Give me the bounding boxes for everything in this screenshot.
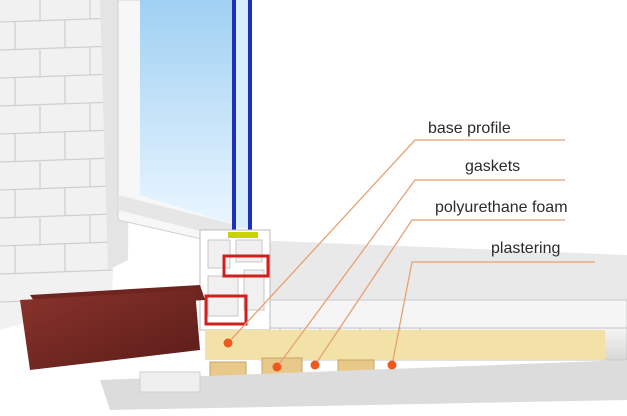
leader-lines	[227, 139, 595, 368]
exterior-sill	[20, 285, 205, 370]
label-polyurethane-foam: polyurethane foam	[435, 199, 568, 216]
label-base-profile: base profile	[428, 120, 511, 137]
callout-marker	[223, 338, 233, 348]
callout-marker	[387, 360, 397, 370]
callout-markers	[223, 338, 397, 372]
base-profile	[199, 229, 271, 331]
wall-base	[100, 360, 627, 410]
callout-marker	[272, 362, 282, 372]
callout-marker	[310, 360, 320, 370]
brick-wall	[0, 0, 130, 330]
label-gaskets: gaskets	[465, 158, 521, 175]
label-plastering: plastering	[491, 240, 561, 257]
window-frame	[117, 0, 252, 251]
